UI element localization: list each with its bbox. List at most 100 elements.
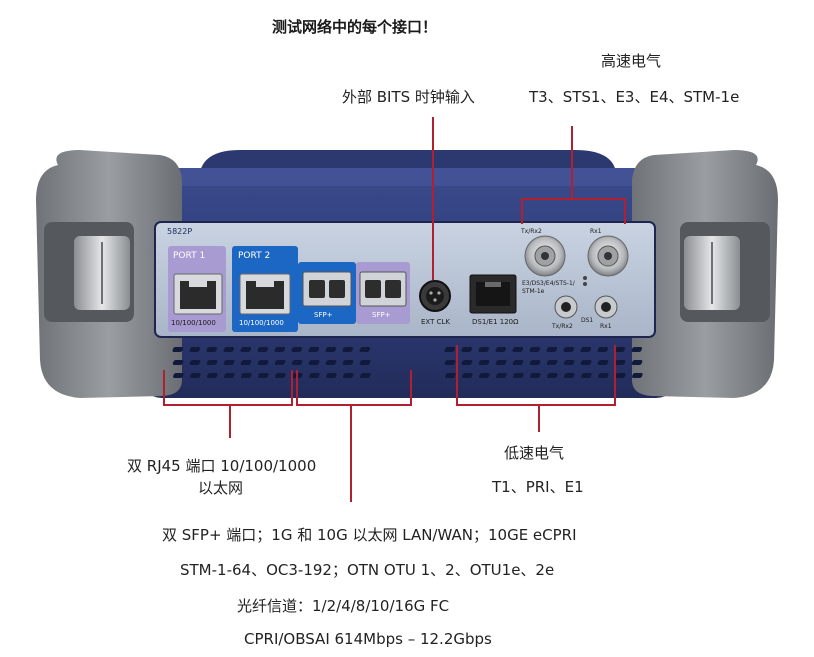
vent-slot <box>580 347 592 352</box>
vent-slot <box>496 373 507 378</box>
vent-slot <box>444 360 456 365</box>
sfp1-label: SFP+ <box>314 311 333 319</box>
vent-slot <box>478 347 490 352</box>
vent-slot <box>309 373 320 378</box>
ds1-e1-label: DS1/E1 120Ω <box>472 318 519 326</box>
vent-slot <box>206 360 218 365</box>
vent-slot <box>258 373 269 378</box>
vent-slot <box>598 373 609 378</box>
sfp-label-line1: 双 SFP+ 端口；1G 和 10G 以太网 LAN/WAN；10GE eCPR… <box>162 526 577 544</box>
vent-slot <box>308 347 320 352</box>
vent-slot <box>530 373 541 378</box>
callout-bits <box>432 117 434 280</box>
e3-label: E3/DS3/E4/STS-1/ STM-1e <box>522 280 575 295</box>
vent-slots <box>172 347 643 378</box>
vent-slot <box>325 347 337 352</box>
vent-slot <box>614 347 626 352</box>
vent-slot <box>223 360 235 365</box>
vent-slot <box>206 347 218 352</box>
vent-slot <box>495 360 507 365</box>
vent-slot <box>360 373 371 378</box>
port2-label: PORT 2 <box>238 251 271 261</box>
top-handle <box>200 150 616 172</box>
callout-sfp <box>296 370 298 406</box>
rj45-label-line1: 双 RJ45 端口 10/100/1000 <box>127 457 317 475</box>
sfp-label-line2: STM-1-64、OC3-192；OTN OTU 1、2、OTU1e、2e <box>180 561 555 579</box>
vent-slot <box>343 373 354 378</box>
vent-slot <box>291 347 303 352</box>
sfp2-label: SFP+ <box>372 311 391 319</box>
vent-slot <box>189 347 201 352</box>
callout-high-speed <box>571 126 573 199</box>
sfp-label-line4: CPRI/OBSAI 614Mbps – 12.2Gbps <box>244 630 492 648</box>
ext-clk-label: EXT CLK <box>421 318 450 326</box>
vent-slot <box>529 347 541 352</box>
vent-slot <box>172 347 184 352</box>
vent-slot <box>342 347 354 352</box>
vent-slot <box>172 360 184 365</box>
vent-slot <box>445 373 456 378</box>
vent-slot <box>274 347 286 352</box>
vent-slot <box>597 347 609 352</box>
callout-rj45 <box>163 370 165 406</box>
vent-slot <box>512 360 524 365</box>
vent-slot <box>240 360 252 365</box>
vent-slot <box>631 347 643 352</box>
vent-slot <box>547 373 558 378</box>
tx-rx2-top-label: Tx/Rx2 <box>521 228 542 235</box>
low-speed-types: T1、PRI、E1 <box>492 478 584 496</box>
model-label: 5822P <box>167 227 193 236</box>
vent-slot <box>275 373 286 378</box>
bits-clock-label: 外部 BITS 时钟输入 <box>342 88 475 106</box>
vent-slot <box>359 360 371 365</box>
vent-slot <box>224 373 235 378</box>
vent-slot <box>461 347 473 352</box>
vent-slot <box>631 360 643 365</box>
vent-slot <box>240 347 252 352</box>
vent-slot <box>462 373 473 378</box>
vent-slot <box>444 347 456 352</box>
vent-slot <box>581 373 592 378</box>
vent-slot <box>615 373 626 378</box>
vent-slot <box>326 373 337 378</box>
vent-slot <box>461 360 473 365</box>
vent-slot <box>325 360 337 365</box>
callout-low-speed <box>456 345 458 406</box>
rj45-label-line2: 以太网 <box>198 479 244 497</box>
vent-slot <box>529 360 541 365</box>
vent-slot <box>257 360 269 365</box>
ds1-label: DS1 <box>581 317 594 324</box>
vent-slot <box>513 373 524 378</box>
vent-slot <box>190 373 201 378</box>
vent-slot <box>546 360 558 365</box>
vent-slot <box>479 373 490 378</box>
vent-slot <box>257 347 269 352</box>
vent-slot <box>274 360 286 365</box>
vent-slot <box>597 360 609 365</box>
high-speed-title: 高速电气 <box>601 52 662 70</box>
tx-rx2-bottom-label: Tx/Rx2 <box>552 323 573 330</box>
port2-speed: 10/100/1000 <box>239 319 284 327</box>
vent-slot <box>241 373 252 378</box>
vent-slot <box>614 360 626 365</box>
vent-slot <box>478 360 490 365</box>
vent-slot <box>632 373 643 378</box>
vent-slot <box>546 347 558 352</box>
vent-slot <box>173 373 184 378</box>
vent-slot <box>291 360 303 365</box>
page-title: 测试网络中的每个接口！ <box>272 18 438 36</box>
low-speed-title: 低速电气 <box>504 444 565 462</box>
vent-slot <box>580 360 592 365</box>
high-speed-types: T3、STS1、E3、E4、STM-1e <box>529 88 740 106</box>
vent-slot <box>564 373 575 378</box>
vent-slot <box>563 360 575 365</box>
vent-slot <box>207 373 218 378</box>
vent-slot <box>563 347 575 352</box>
vent-slot <box>223 347 235 352</box>
port1-speed: 10/100/1000 <box>171 319 216 327</box>
rx1-top-label: Rx1 <box>590 228 602 235</box>
vent-slot <box>189 360 201 365</box>
port1-label: PORT 1 <box>173 251 206 261</box>
rx1-bottom-label: Rx1 <box>600 323 612 330</box>
